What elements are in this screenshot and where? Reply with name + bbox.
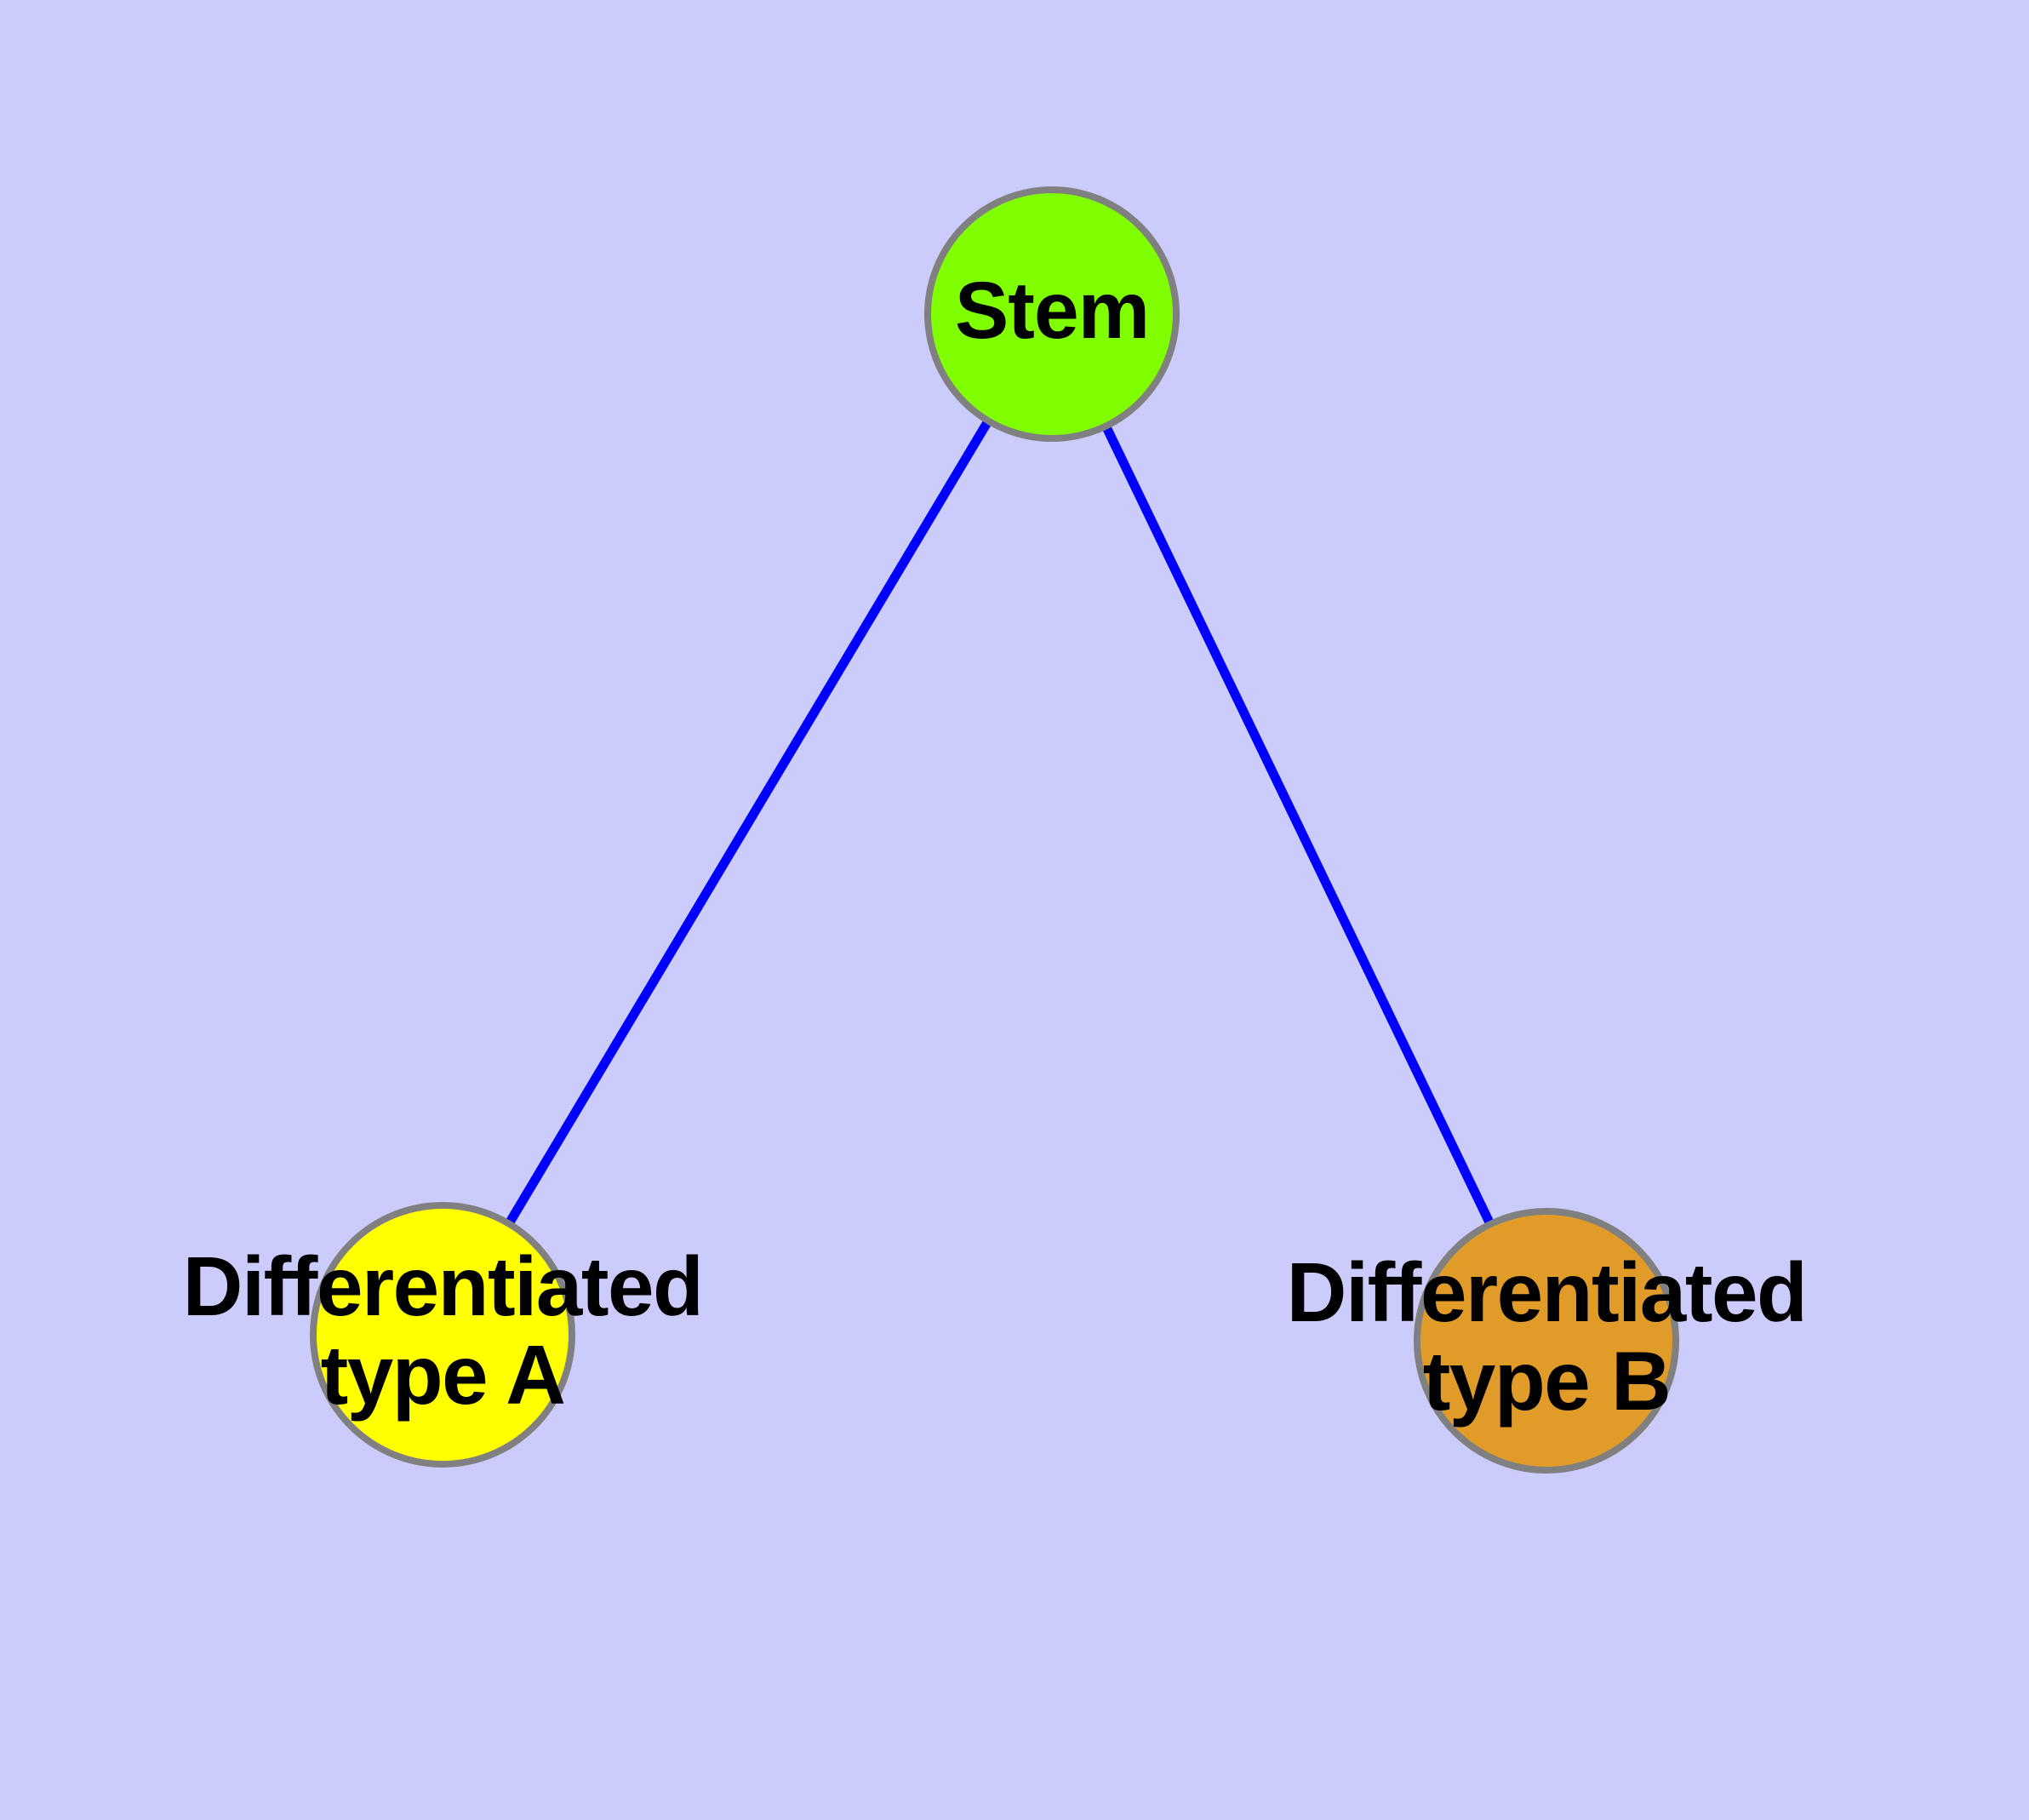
nodes-group — [310, 186, 1679, 1474]
edge-stem-to-differentiated-type-b[interactable] — [1048, 312, 1551, 1343]
node-differentiated-type-a[interactable] — [310, 1202, 575, 1468]
node-stem[interactable] — [924, 186, 1180, 442]
edge-stem-to-differentiated-type-a[interactable] — [438, 312, 1056, 1337]
edges-group — [438, 312, 1551, 1343]
node-differentiated-type-b[interactable] — [1414, 1208, 1679, 1474]
